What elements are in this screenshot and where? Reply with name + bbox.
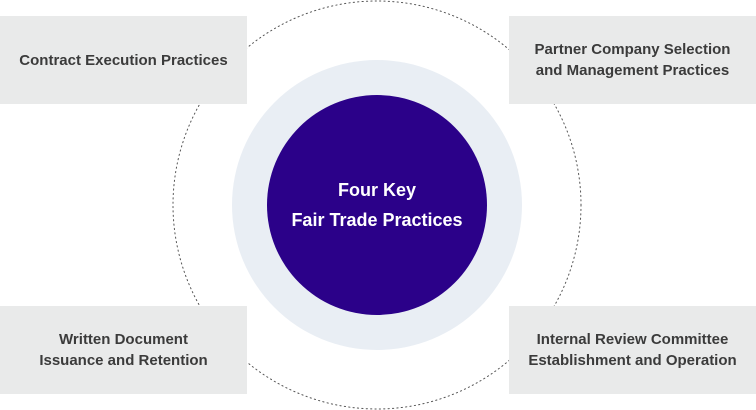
practice-label-line-2: and Management Practices	[535, 62, 730, 79]
dotted-orbit-ring	[172, 0, 582, 410]
center-title-line-1: Four Key	[337, 180, 416, 200]
practice-label-line-2: Issuance and Retention	[39, 352, 208, 369]
practice-box-written-document: Written Document Issuance and Retention	[0, 306, 247, 394]
practice-label-line-1: Contract Execution Practices	[19, 51, 228, 69]
practice-box-partner-selection: Partner Company Selection and Management…	[509, 16, 756, 104]
practice-box-contract-execution: Contract Execution Practices	[0, 16, 247, 104]
practice-label-line-2: Establishment and Operation	[528, 352, 737, 369]
practice-label-line-1: Partner Company Selection	[534, 41, 731, 58]
practice-label-line-1: Written Document	[59, 331, 188, 348]
center-circle: Four Key Fair Trade Practices	[267, 95, 487, 315]
practice-label-line-1: Internal Review Committee	[536, 331, 729, 348]
practice-box-internal-review: Internal Review Committee Establishment …	[509, 306, 756, 394]
center-title-line-2: Fair Trade Practices	[291, 210, 463, 230]
